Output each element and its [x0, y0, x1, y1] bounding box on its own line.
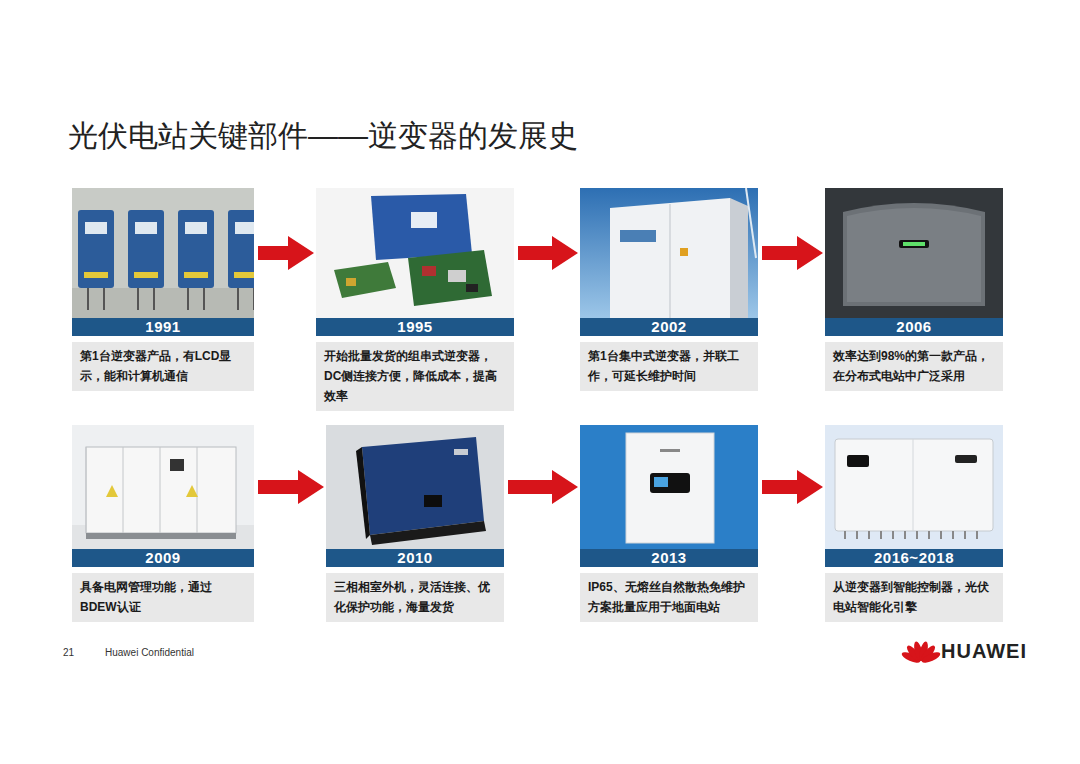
year-band: 2002: [580, 318, 758, 336]
logo-petals: [900, 641, 941, 665]
year-band: 1995: [316, 318, 514, 336]
inverter-illustration: [825, 188, 1003, 318]
year-band: 2009: [72, 549, 254, 567]
description-text: 第1台集中式逆变器，并联工作，可延长维护时间: [580, 342, 758, 391]
description-text: 具备电网管理功能，通过BDEW认证: [72, 573, 254, 622]
inverter-illustration: [825, 425, 1003, 549]
year-band: 2013: [580, 549, 758, 567]
year-band: 1991: [72, 318, 254, 336]
description-text: 效率达到98%的第一款产品，在分布式电站中广泛采用: [825, 342, 1003, 391]
description-text: 第1台逆变器产品，有LCD显示，能和计算机通信: [72, 342, 254, 391]
flow-arrow: [762, 246, 803, 260]
inverter-illustration: [72, 425, 254, 549]
timeline-panel: 2006 效率达到98%的第一款产品，在分布式电站中广泛采用: [825, 188, 1003, 391]
flow-arrow: [258, 246, 294, 260]
confidential-note: Huawei Confidential: [105, 647, 194, 658]
description-text: 三相相室外机，灵活连接、优化保护功能，海量发货: [326, 573, 504, 622]
flow-arrow: [518, 246, 558, 260]
timeline-panel: 1995 开始批量发货的组串式逆变器，DC侧连接方便，降低成本，提高效率: [316, 188, 514, 411]
description-text: IP65、无熔丝自然散热免维护方案批量应用于地面电站: [580, 573, 758, 622]
flow-arrow: [762, 480, 803, 494]
description-text: 从逆变器到智能控制器，光伏电站智能化引擎: [825, 573, 1003, 622]
inverter-illustration: [326, 425, 504, 549]
flow-arrow: [508, 480, 558, 494]
description-text: 开始批量发货的组串式逆变器，DC侧连接方便，降低成本，提高效率: [316, 342, 514, 411]
flow-arrow: [258, 480, 304, 494]
year-band: 2016~2018: [825, 549, 1003, 567]
timeline-panel: 2016~2018 从逆变器到智能控制器，光伏电站智能化引擎: [825, 425, 1003, 622]
timeline-panel: 1991 第1台逆变器产品，有LCD显示，能和计算机通信: [72, 188, 254, 391]
timeline-panel: 2009 具备电网管理功能，通过BDEW认证: [72, 425, 254, 622]
timeline-panel: 2010 三相相室外机，灵活连接、优化保护功能，海量发货: [326, 425, 504, 622]
year-band: 2006: [825, 318, 1003, 336]
inverter-illustration: [72, 188, 254, 318]
logo-text: HUAWEI: [941, 640, 1027, 663]
page-number: 21: [63, 647, 74, 658]
inverter-illustration: [580, 188, 758, 318]
inverter-illustration: [580, 425, 758, 549]
timeline-panel: 2002 第1台集中式逆变器，并联工作，可延长维护时间: [580, 188, 758, 391]
timeline-panel: 2013IP65、无熔丝自然散热免维护方案批量应用于地面电站: [580, 425, 758, 622]
inverter-illustration: [316, 188, 514, 318]
year-band: 2010: [326, 549, 504, 567]
page-title: 光伏电站关键部件——逆变器的发展史: [68, 116, 578, 157]
